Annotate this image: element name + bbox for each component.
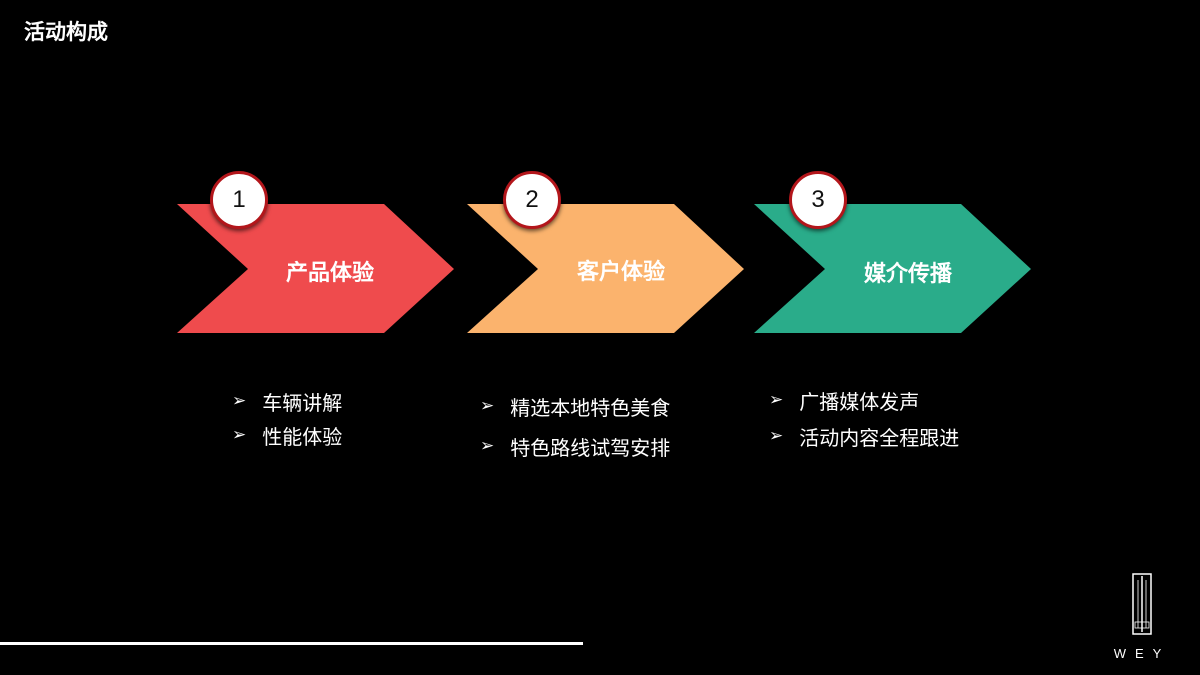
chevron-shape	[754, 204, 1031, 333]
step-1-label: 产品体验	[285, 261, 374, 286]
list-item: ➢ 车辆讲解	[232, 384, 342, 418]
bullet-text: 性能体验	[262, 424, 343, 449]
list-item: ➢ 精选本地特色美食	[480, 386, 670, 426]
slide-title: 活动构成	[24, 20, 108, 44]
arrow-bullet-icon: ➢	[769, 390, 784, 410]
step-3-label: 媒介传播	[863, 262, 952, 287]
bullet-text: 活动内容全程跟进	[799, 425, 960, 450]
arrow-bullet-icon: ➢	[232, 391, 247, 411]
step-2-bullet-list: ➢ 精选本地特色美食 ➢ 特色路线试驾安排	[480, 386, 670, 466]
step-1-bullet-list: ➢ 车辆讲解 ➢ 性能体验	[232, 384, 342, 452]
chevron-step-1	[177, 204, 454, 333]
chevron-shape	[467, 204, 744, 333]
arrow-bullet-icon: ➢	[480, 436, 495, 456]
step-2-label: 客户体验	[576, 260, 665, 285]
bullet-text: 车辆讲解	[262, 390, 343, 415]
footer-divider	[0, 642, 583, 645]
chevron-shape	[177, 204, 454, 333]
arrow-bullet-icon: ➢	[769, 426, 784, 446]
list-item: ➢ 特色路线试驾安排	[480, 426, 670, 466]
step-2-number-badge: 2	[503, 171, 561, 229]
logo-wordmark: WEY	[1113, 646, 1171, 661]
step-3-number-badge: 3	[789, 171, 847, 229]
step-1-number-badge: 1	[210, 171, 268, 229]
step-3-bullet-list: ➢ 广播媒体发声 ➢ 活动内容全程跟进	[769, 382, 959, 454]
list-item: ➢ 活动内容全程跟进	[769, 418, 959, 454]
bullet-text: 精选本地特色美食	[510, 395, 671, 420]
arrow-bullet-icon: ➢	[480, 396, 495, 416]
list-item: ➢ 性能体验	[232, 418, 342, 452]
bullet-text: 广播媒体发声	[799, 389, 920, 414]
wey-logo-icon	[1132, 573, 1152, 635]
chevron-step-3	[754, 204, 1031, 333]
arrow-bullet-icon: ➢	[232, 425, 247, 445]
bullet-text: 特色路线试驾安排	[510, 435, 671, 460]
list-item: ➢ 广播媒体发声	[769, 382, 959, 418]
chevron-step-2	[467, 204, 744, 333]
